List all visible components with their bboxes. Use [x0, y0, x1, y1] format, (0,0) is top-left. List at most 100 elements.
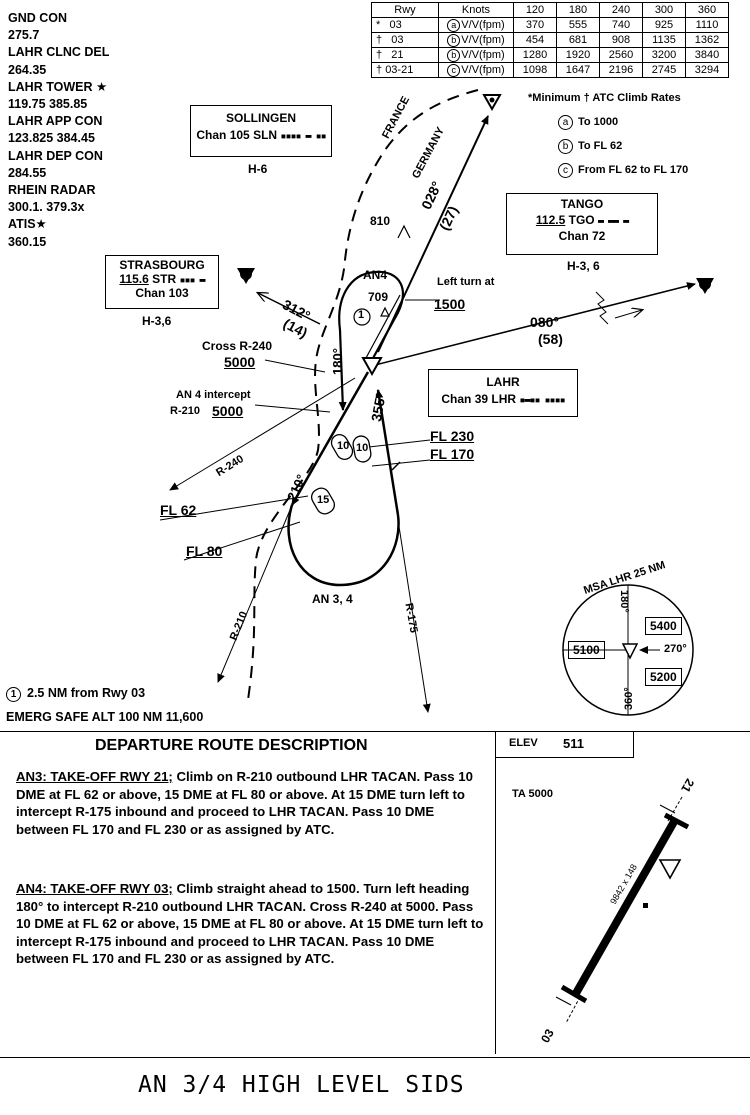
runway-threshold — [663, 812, 690, 830]
row-rwy: 03-21 — [385, 64, 414, 76]
navaid-ident: TGO — [568, 213, 595, 227]
notes-header: *Minimum † ATC Climb Rates — [528, 92, 681, 104]
radial-label: R-210 — [170, 405, 200, 417]
freq-name: RHEIN RADAR — [8, 183, 96, 198]
track-210 — [290, 371, 370, 506]
msa-bearing: 270° — [664, 643, 687, 655]
msa-altitude: 5400 — [645, 617, 682, 635]
note-marker-label: 1 — [358, 309, 365, 321]
intercept-tick — [254, 404, 331, 413]
navaid-name: STRASBOURG — [119, 258, 205, 272]
msa-altitude: 5200 — [645, 668, 682, 686]
navaid-name: TANGO — [560, 197, 604, 211]
freq-name: GND CON — [8, 11, 68, 25]
dme-box — [310, 487, 336, 515]
procedure-body: Climb on R-210 outbound LHR TACAN. Pass … — [16, 769, 473, 837]
row-mark: † — [376, 34, 383, 46]
an34-loop — [287, 504, 400, 587]
section-title: DEPARTURE ROUTE DESCRIPTION — [95, 737, 368, 754]
an4-description: AN4: TAKE-OFF RWY 03; Climb straight ahe… — [16, 880, 486, 968]
morse-icon: ▪▬▪▪ ▪▪▪▪ — [519, 395, 565, 406]
route-080 — [374, 282, 696, 366]
row-rwy: 21 — [391, 49, 404, 61]
table-cell: 740 — [599, 17, 643, 33]
navaid-chan: Chan 72 — [558, 229, 606, 243]
row-unit: V/V(fpm) — [461, 18, 505, 31]
runway — [571, 818, 679, 997]
note-key: b — [558, 139, 573, 154]
divider — [0, 1057, 750, 1058]
elev-box: ELEV 511 — [495, 731, 634, 758]
table-cell: 1098 — [513, 62, 557, 78]
note-key: c — [558, 163, 573, 178]
cross-label: Cross R-240 — [202, 339, 273, 353]
divider — [495, 731, 496, 1054]
dme-box — [330, 434, 354, 460]
dme-label: 10 — [356, 442, 369, 454]
morse-icon: ▪▪▪ ▬ — [179, 275, 205, 286]
table-cell: 3840 — [685, 47, 729, 63]
runway-number: 21 — [678, 776, 697, 795]
note-marker — [353, 308, 371, 326]
row-unit: V/V(fpm) — [461, 33, 505, 46]
note-marker: 1 — [6, 687, 21, 702]
emerg-safe-alt: EMERG SAFE ALT 100 NM 11,600 — [6, 710, 204, 724]
frequency-list: GND CON 275.7 LAHR CLNC DEL 264.35 LAHR … — [8, 10, 109, 251]
navaid-box-strasbourg: STRASBOURG 115.6 STR ▪▪▪ ▬ Chan 103 — [105, 255, 219, 309]
elev-label: ELEV — [509, 737, 538, 749]
heading-label: 080° — [530, 314, 559, 330]
altitude-label: 5000 — [224, 354, 256, 370]
radial-r210 — [217, 509, 291, 683]
table-cell: 1135 — [642, 32, 686, 48]
fl-label: FL 62 — [160, 502, 197, 518]
elev-value: 511 — [563, 736, 584, 751]
transition-altitude: TA 5000 — [512, 788, 553, 800]
row-mark: † — [376, 49, 383, 61]
freq-name: LAHR DEP CON — [8, 148, 103, 163]
note-item: b To FL 62 — [528, 134, 688, 158]
dme-label: 10 — [337, 440, 350, 452]
row-rwy: 03 — [391, 34, 404, 46]
extension-line — [565, 996, 581, 1024]
table-cell: 1647 — [556, 62, 600, 78]
fl-label: FL 80 — [186, 543, 223, 559]
an3-description: AN3: TAKE-OFF RWY 21; Climb on R-210 out… — [16, 768, 486, 838]
dme-label: 15 — [317, 494, 330, 506]
distance-label: (58) — [538, 331, 563, 347]
freq-value: 360.15 — [8, 234, 47, 249]
runway-number: 03 — [538, 1026, 557, 1045]
radial-r175 — [397, 519, 431, 713]
navaid-box-lahr: LAHR Chan 39 LHR ▪▬▪▪ ▪▪▪▪ — [428, 369, 578, 417]
fl230-tick — [359, 439, 431, 449]
freq-name: LAHR TOWER ★ — [8, 79, 108, 94]
note-key: b — [447, 33, 461, 47]
tacan-icon — [658, 859, 682, 880]
freq-value: 264.35 — [8, 62, 47, 77]
freq-value: 275.7 — [8, 28, 40, 43]
navaid-name: LAHR — [486, 375, 520, 389]
dme-box — [352, 435, 372, 463]
break-mark — [595, 291, 609, 325]
freq-value: 300.1. 379.3x — [8, 200, 85, 215]
navaid-ident: STR — [152, 272, 177, 286]
vortac-icon-strasbourg — [237, 268, 255, 284]
chart-ref: H-6 — [248, 162, 268, 176]
row-unit: V/V(fpm) — [461, 48, 505, 61]
freq-value: 123.825 384.45 — [8, 131, 95, 146]
morse-icon: ▬ ▬▬ ▬ — [597, 216, 629, 227]
fl170-tick — [371, 459, 431, 467]
dim-tick — [659, 804, 676, 814]
note-text: To FL 62 — [578, 140, 623, 152]
morse-icon: ▪▪▪▪ ▬ ▪▪ — [280, 131, 326, 142]
divider — [0, 731, 750, 732]
vortac-icon-sollingen — [482, 94, 502, 112]
fl-label: FL 230 — [430, 428, 475, 444]
route-028 — [377, 115, 489, 353]
freq-value: 284.55 — [8, 165, 47, 180]
note-key: a — [447, 18, 461, 32]
navaid-chan: Chan 39 LHR — [441, 392, 517, 406]
